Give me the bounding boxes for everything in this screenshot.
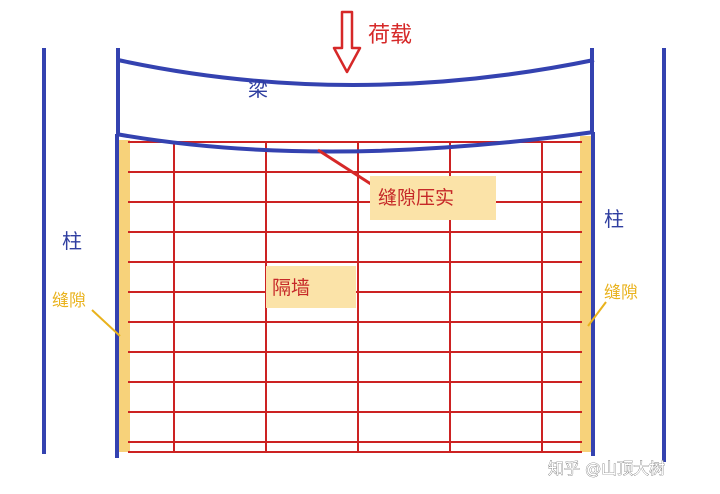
gap-compacted-box [370,176,496,220]
gap-compacted-label: 缝隙压实 [378,187,454,209]
gap-right-label: 缝隙 [604,283,638,303]
column-left-label: 柱 [62,229,82,253]
beam-bottom-edge [115,130,595,154]
beam-top-edge [117,58,595,87]
beam-label: 梁 [248,77,268,101]
partition-wall-box [266,266,356,308]
gap-left-label: 缝隙 [52,291,86,311]
left-gap-strip [118,140,130,452]
down-arrow-icon [332,10,362,74]
partition-wall-label: 隔墙 [272,277,310,299]
watermark-text: 知乎 @山顶大树 [548,459,665,478]
column-right-label: 柱 [604,207,624,231]
gap-left-pointer [91,309,121,337]
right-gap-strip [580,136,592,452]
gap-compacted-pointer [317,148,375,188]
gap-right-pointer [587,301,607,327]
load-label: 荷载 [368,23,412,48]
